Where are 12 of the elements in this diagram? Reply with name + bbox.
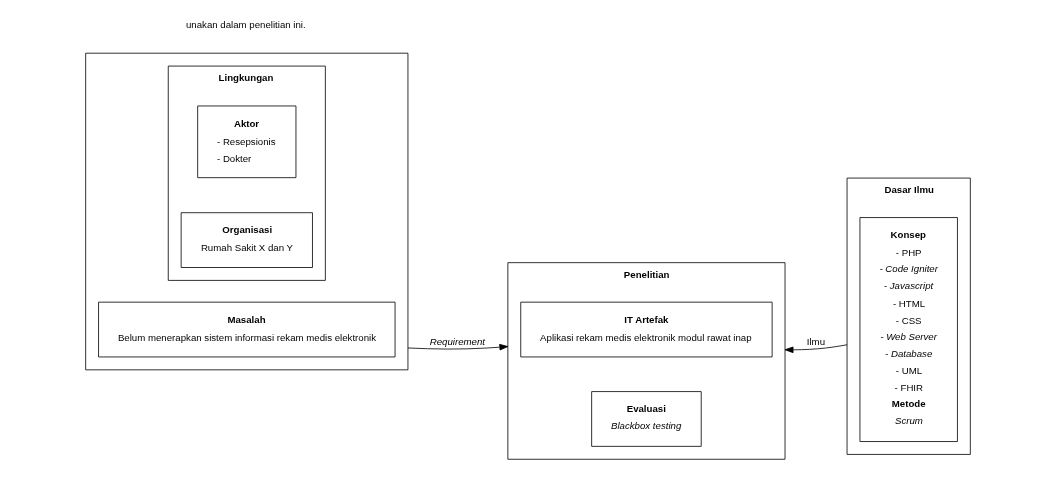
cluster [85,52,409,371]
node-box: Masalah Belum menerapkan sistem informasi rekam medis elektronik [98,301,396,358]
label: unakan dalam penelitian ini. [185,19,306,31]
node-box: IT Artefak Aplikasi rekam medis elektronik modul rawat inap [520,301,773,358]
node-box: Konsep - PHP - Code Igniter - Javascript - HTML - CSS - Web Server - Database - UML - FHIR Metode Scrum [859,217,958,442]
edge-label: Ilmu [806,336,826,348]
node-box: Evaluasi Blackbox testing [591,391,702,447]
arrow [784,344,848,354]
arrow [407,343,509,351]
node-box: Aktor - Resepsionis - Dokter [197,105,297,179]
node-box: Organisasi Rumah Sakit X dan Y [180,212,313,268]
edge-label: Requirement [429,335,485,347]
